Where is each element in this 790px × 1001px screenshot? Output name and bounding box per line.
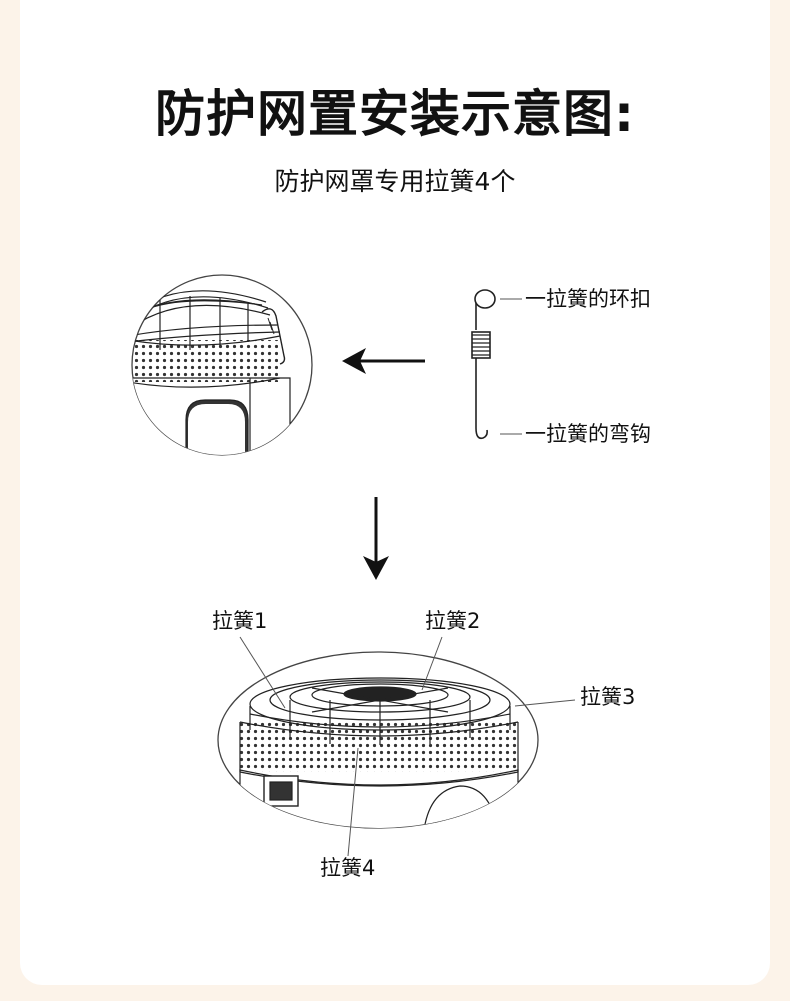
leader-spring2 xyxy=(421,636,443,691)
page-title: 防护网置安装示意图: xyxy=(155,85,635,143)
leader-spring4 xyxy=(347,747,359,857)
label-spring-hook: 一拉簧的弯钩 xyxy=(525,422,651,446)
label-spring2: 拉簧2 xyxy=(425,609,481,633)
leader-spring3 xyxy=(514,699,576,707)
product-assembled-view xyxy=(217,651,539,829)
zoom-detail-circle xyxy=(131,274,313,456)
arrow-left-icon xyxy=(342,348,425,374)
spring-icon xyxy=(471,289,496,440)
leader-spring1 xyxy=(239,636,286,709)
label-spring-ring: 一拉簧的环扣 xyxy=(525,287,651,311)
label-spring1: 拉簧1 xyxy=(212,609,268,633)
label-spring4: 拉簧4 xyxy=(320,856,376,880)
page-subtitle: 防护网罩专用拉簧4个 xyxy=(274,167,516,196)
arrow-down-icon xyxy=(363,497,389,580)
leader-lines xyxy=(239,298,576,857)
label-spring3: 拉簧3 xyxy=(580,685,636,709)
